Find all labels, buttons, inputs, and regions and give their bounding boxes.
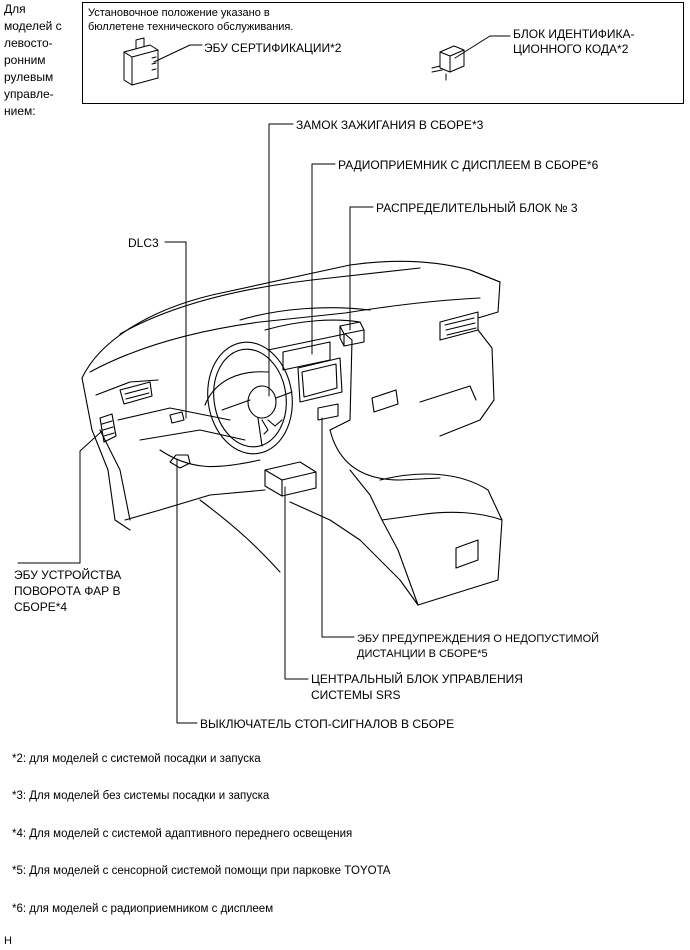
label-ecu-certification: ЭБУ СЕРТИФИКАЦИИ*2 [204,41,342,55]
side-note-line: Для [4,2,26,16]
label-ignition-switch: ЗАМОК ЗАЖИГАНИЯ В СБОРЕ*3 [296,118,484,132]
label-dlc3: DLC3 [128,236,159,250]
label-headlamp-swivel-ecu: СБОРЕ*4 [14,600,68,614]
footnote: *2: для моделей с системой посадки и зап… [12,753,261,765]
footnote: *6: для моделей с радиоприемником с дисп… [12,903,274,915]
dashboard-outline [81,260,503,606]
label-clearance-warning-ecu: ДИСТАНЦИИ В СБОРЕ*5 [357,648,488,660]
leader-line-dlc3 [164,241,187,419]
label-headlamp-swivel-ecu: ЭБУ УСТРОЙСТВА [14,568,122,582]
leader-line-clearance [321,417,355,638]
leader-line-stop [176,458,198,724]
side-note-line: управле- [4,87,54,101]
footnote: *4: Для моделей с системой адаптивного п… [12,828,353,840]
label-headlamp-swivel-ecu: ПОВОРОТА ФАР В [14,584,121,598]
leader-line-radio [311,163,336,355]
label-stop-light-switch: ВЫКЛЮЧАТЕЛЬ СТОП-СИГНАЛОВ В СБОРЕ [200,717,455,731]
leader-line-junction [349,206,374,331]
leader-line-headlamp [17,430,103,564]
label-radio-receiver: РАДИОПРИЕМНИК С ДИСПЛЕЕМ В СБОРЕ*6 [338,158,599,172]
leader-line-ecu-cert [153,44,203,63]
label-id-code-block: ЦИОННОГО КОДА*2 [513,42,629,56]
leader-line-srs [284,486,309,680]
side-note-line: левосто- [4,36,53,50]
inset-note-line: бюллетене технического обслуживания. [88,21,294,33]
leader-line-id-block [454,35,511,59]
side-note-line: ронним [4,53,46,67]
id-code-block-part [431,45,465,81]
side-note-line: рулевым [4,70,54,84]
label-id-code-block: БЛОК ИДЕНТИФИКА- [513,27,635,41]
label-clearance-warning-ecu: ЭБУ ПРЕДУПРЕЖДЕНИЯ О НЕДОПУСТИМОЙ [357,633,600,645]
label-junction-block: РАСПРЕДЕЛИТЕЛЬНЫЙ БЛОК № 3 [376,201,578,215]
side-note-line: нием: [4,104,36,118]
inset-box [82,2,684,104]
label-srs-center-unit: СИСТЕМЫ SRS [311,688,401,702]
corner-mark: H [4,935,12,947]
leader-line-ignition [268,123,294,397]
ecu-certification-part [123,37,159,86]
label-srs-center-unit: ЦЕНТРАЛЬНЫЙ БЛОК УПРАВЛЕНИЯ [311,672,523,686]
inset-note-line: Установочное положение указано в [88,7,270,19]
footnote: *5: Для моделей с сенсорной системой пом… [12,865,391,877]
footnote: *3: Для моделей без системы посадки и за… [12,790,270,802]
side-note-line: моделей с [4,19,62,33]
